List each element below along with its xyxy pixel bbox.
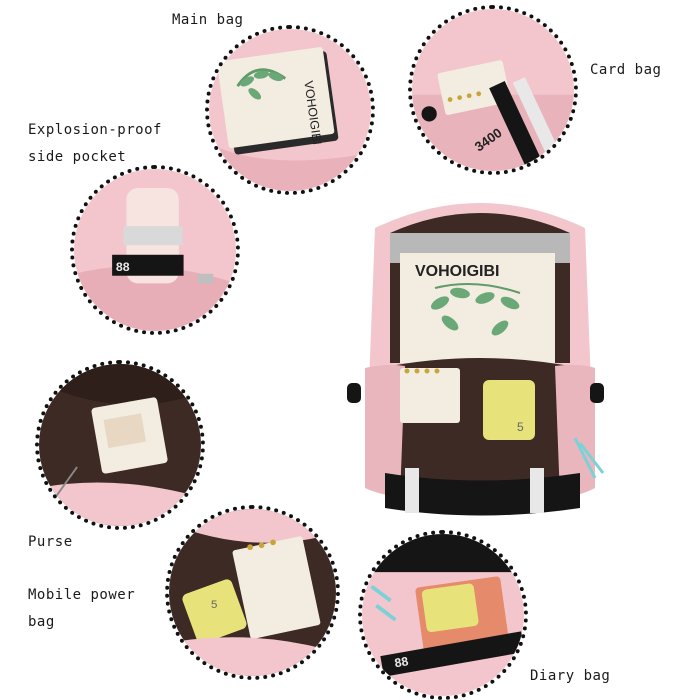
svg-text:88: 88 [393,654,409,670]
svg-text:5: 5 [211,599,217,611]
label-side-pocket-line1: Explosion-proof [28,122,162,138]
diary-bag-circle: 88 [358,530,528,700]
label-diary-bag: Diary bag [530,668,611,684]
purse-circle [35,360,205,530]
side-pocket-illustration: 88 [74,169,236,331]
purse-illustration [39,364,201,526]
main-bag-circle: VOHOIGIBI [205,25,375,195]
label-mobile-power-line1: Mobile power [28,587,136,603]
mobile-power-circle: 5 [165,505,340,680]
mobile-power-illustration: 5 [169,509,336,676]
card-bag-illustration: 3400 [412,9,574,171]
card-bag-circle: 3400 [408,5,578,175]
label-side-pocket-line2: side pocket [28,149,127,165]
svg-text:88: 88 [116,260,130,274]
label-mobile-power-line2: bag [28,614,55,630]
backpack-illustration: VOHOIGIBI 5 [347,203,605,516]
backpack-hero-image: VOHOIGIBI 5 [345,188,615,528]
side-pocket-circle: 88 [70,165,240,335]
diary-bag-illustration: 88 [362,534,524,696]
main-bag-illustration: VOHOIGIBI [209,29,371,191]
label-main-bag: Main bag [172,12,244,28]
hero-notebook-brand: VOHOIGIBI [415,263,499,280]
label-card-bag: Card bag [590,62,662,78]
hero-power-bank-mark: 5 [517,420,524,434]
label-purse: Purse [28,534,73,550]
